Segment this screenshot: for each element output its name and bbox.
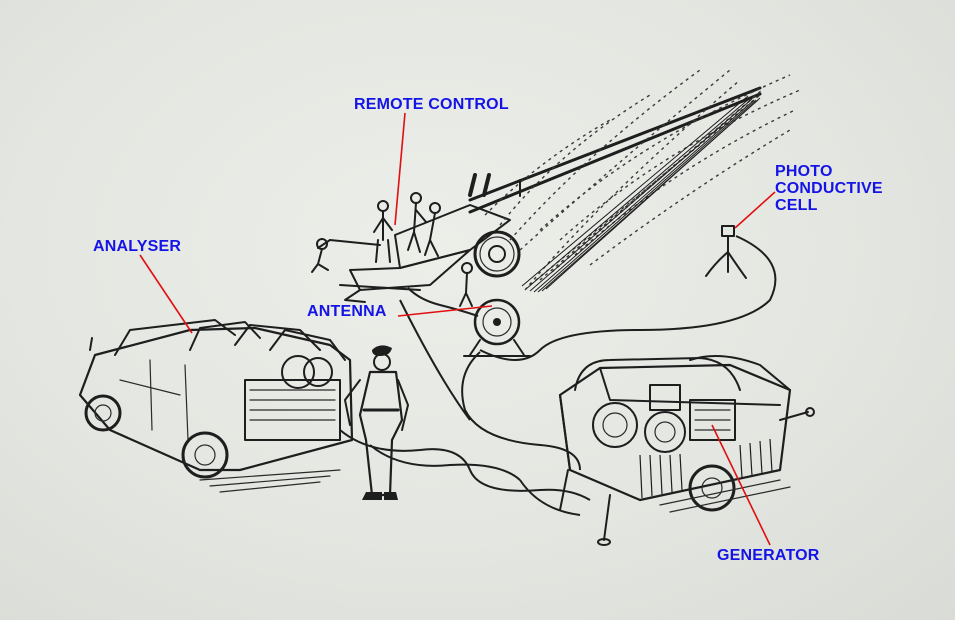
leader-analyser	[139, 254, 193, 334]
label-antenna: ANTENNA	[307, 303, 387, 320]
label-photo-line-2: CONDUCTIVE	[775, 180, 883, 197]
generator-trailer	[558, 355, 815, 546]
radiation-cone	[521, 95, 761, 293]
label-generator: GENERATOR	[717, 547, 820, 564]
leader-photo-cell	[734, 191, 776, 229]
gun-howitzer	[317, 86, 762, 303]
leader-remote-control	[394, 112, 406, 226]
cables	[339, 235, 777, 516]
photo-cell-tripod	[705, 225, 747, 279]
label-photo-line-3: CELL	[775, 197, 818, 214]
label-analyser: ANALYSER	[93, 238, 182, 255]
soldier	[344, 345, 409, 500]
gun-crew	[311, 192, 473, 307]
leader-lines	[139, 112, 776, 546]
leader-antenna	[397, 305, 493, 317]
land-rover-analyser	[78, 319, 354, 493]
label-photo-line-1: PHOTO	[775, 163, 833, 180]
leader-generator	[711, 424, 771, 546]
label-remote-control: REMOTE CONTROL	[354, 96, 509, 113]
label-photo-conductive-cell: PHOTO CONDUCTIVE CELL	[775, 163, 883, 214]
